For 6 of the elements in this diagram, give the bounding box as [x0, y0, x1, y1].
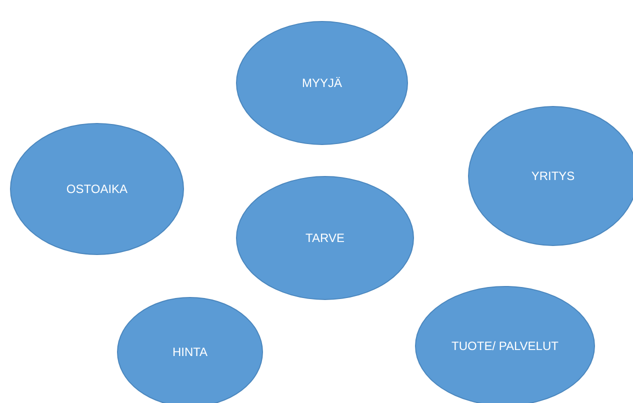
node-label: TUOTE/ PALVELUT	[452, 339, 558, 353]
node-label: TARVE	[306, 231, 344, 245]
node-label: MYYJÄ	[302, 76, 342, 90]
node-label: HINTA	[172, 345, 208, 359]
node-label: YRITYS	[531, 169, 575, 183]
node-label: OSTOAIKA	[66, 182, 128, 196]
